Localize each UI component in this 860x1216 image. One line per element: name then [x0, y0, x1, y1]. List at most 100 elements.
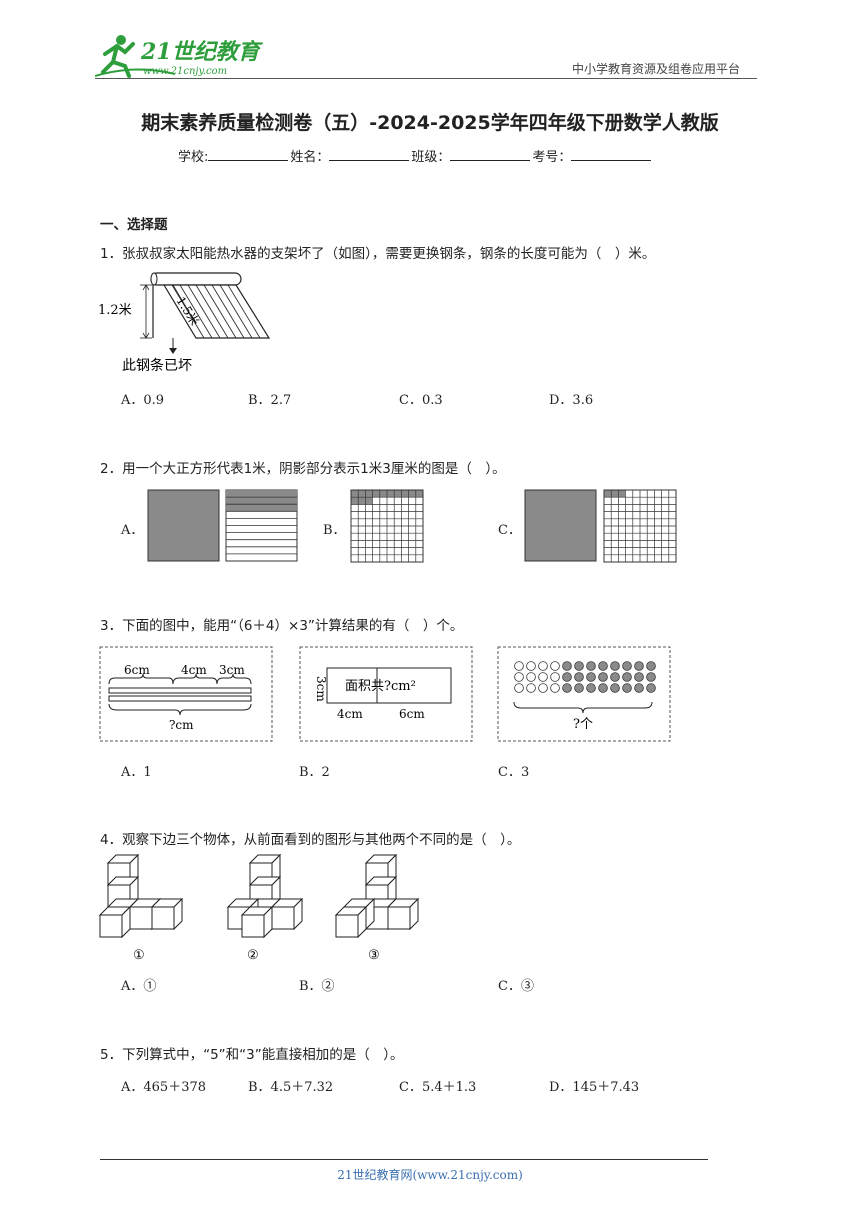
cube — [271, 906, 295, 930]
question-1-figure: 1.2米 1.5米 此钢条已坏 — [98, 272, 271, 374]
footer-divider — [100, 1159, 708, 1160]
dot — [634, 672, 644, 682]
q1-option-b[interactable]: B．2.7 — [248, 393, 292, 408]
dot — [646, 672, 656, 682]
footer-text[interactable]: 21世纪教育网(www.21cnjy.com) — [337, 1168, 523, 1182]
q5-option-c[interactable]: C．5.4＋1.3 — [399, 1080, 477, 1095]
school-label: 学校: — [178, 150, 209, 165]
q3-option-a[interactable]: A．1 — [121, 765, 152, 780]
q3-option-b[interactable]: B．2 — [299, 765, 330, 780]
dot — [586, 672, 596, 682]
q3-figure-rectangle: 3cm 面积共?cm² 4cm 6cm — [299, 646, 473, 742]
dot — [538, 661, 548, 671]
q2-option-c[interactable]: C． — [498, 523, 521, 538]
header-divider — [95, 78, 757, 79]
dot — [550, 661, 560, 671]
site-logo: 21世纪教育 www.21cnjy.com — [95, 35, 264, 78]
dot — [538, 672, 548, 682]
seg-label-4cm: 4cm — [181, 663, 207, 677]
dot — [610, 661, 620, 671]
q3-option-c[interactable]: C．3 — [498, 765, 530, 780]
q4-option-b[interactable]: B．② — [299, 979, 335, 994]
q2-option-b[interactable]: B． — [323, 523, 346, 538]
page-title: 期末素养质量检测卷（五）-2024-2025学年四年级下册数学人教版 — [141, 112, 719, 134]
platform-text: 中小学教育资源及组卷应用平台 — [572, 62, 741, 76]
logo-text: 21世纪教育 — [140, 39, 264, 65]
dot — [610, 672, 620, 682]
dot — [586, 661, 596, 671]
dot — [526, 661, 536, 671]
question-2-stem: 2．用一个大正方形代表1米，阴影部分表示1米3厘米的图是（ ）。 — [100, 461, 506, 477]
question-4-stem: 4．观察下边三个物体，从前面看到的图形与其他两个不同的是（ ）。 — [100, 832, 521, 848]
dot — [526, 672, 536, 682]
logo-url: www.21cnjy.com — [143, 66, 227, 77]
student-info-line: 学校: 姓名： 班级： 考号： — [178, 146, 653, 165]
dot — [550, 672, 560, 682]
exam-no-label: 考号： — [532, 150, 572, 165]
dot — [598, 661, 608, 671]
section-heading: 一、选择题 — [100, 217, 168, 233]
dot — [514, 683, 524, 693]
dot — [622, 661, 632, 671]
dot — [574, 661, 584, 671]
q1-option-c[interactable]: C．0.3 — [399, 393, 443, 408]
question-5-stem: 5．下列算式中，“5”和“3”能直接相加的是（ ）。 — [100, 1047, 404, 1063]
total-label: ?cm — [169, 718, 194, 732]
rect-bottom-6cm: 6cm — [399, 707, 425, 721]
dot — [514, 661, 524, 671]
q2-option-a[interactable]: A． — [121, 523, 144, 538]
dot — [562, 683, 572, 693]
rect-area-text: 面积共?cm² — [345, 679, 416, 694]
broken-label: 此钢条已坏 — [122, 357, 192, 374]
q2-figure-a — [147, 489, 298, 562]
cube — [99, 914, 123, 938]
q4-option-c[interactable]: C．③ — [498, 979, 534, 994]
q2-figure-c — [524, 489, 677, 563]
cube — [129, 906, 153, 930]
name-blank[interactable] — [329, 149, 410, 161]
q4-cubes-3: ③ — [334, 853, 420, 963]
water-tank — [150, 272, 242, 286]
cube — [151, 906, 175, 930]
class-blank[interactable] — [450, 149, 531, 161]
q4-option-a[interactable]: A．① — [121, 979, 157, 994]
panel-stripes — [171, 284, 261, 339]
name-label: 姓名： — [290, 150, 330, 165]
q1-option-a[interactable]: A．0.9 — [121, 393, 165, 408]
dot — [622, 683, 632, 693]
cube-label-1: ① — [133, 948, 145, 963]
cube-label-3: ③ — [368, 948, 380, 963]
dot — [562, 661, 572, 671]
dot — [622, 672, 632, 682]
dot — [514, 672, 524, 682]
dot — [574, 672, 584, 682]
class-label: 班级： — [411, 150, 451, 165]
q3-figure-segments: 6cm 4cm 3cm ?cm — [99, 646, 273, 742]
dot — [526, 683, 536, 693]
q5-option-a[interactable]: A．465＋378 — [121, 1080, 207, 1095]
question-3-stem: 3．下面的图中，能用“（6＋4）×3”计算结果的有（ ）个。 — [100, 618, 464, 634]
seg-label-3cm: 3cm — [219, 663, 245, 677]
dot — [550, 683, 560, 693]
exam-no-blank[interactable] — [571, 149, 652, 161]
runner-icon — [95, 35, 176, 78]
dot — [610, 683, 620, 693]
cube — [335, 914, 359, 938]
dot — [598, 672, 608, 682]
height-label: 1.2米 — [98, 303, 132, 318]
dot — [538, 683, 548, 693]
cube — [387, 906, 411, 930]
q1-option-d[interactable]: D．3.6 — [549, 393, 594, 408]
dot — [646, 661, 656, 671]
dots-label: ?个 — [573, 717, 593, 732]
cube — [241, 914, 265, 938]
rect-bottom-4cm: 4cm — [337, 707, 363, 721]
q5-option-d[interactable]: D．145＋7.43 — [549, 1080, 640, 1095]
dot — [598, 683, 608, 693]
dot — [646, 683, 656, 693]
dot — [586, 683, 596, 693]
school-blank[interactable] — [208, 149, 289, 161]
q2-figure-b — [350, 489, 424, 563]
q5-option-b[interactable]: B．4.5＋7.32 — [248, 1080, 334, 1095]
question-1-stem: 1．张叔叔家太阳能热水器的支架坏了（如图），需要更换钢条，钢条的长度可能为（ ）… — [100, 246, 656, 262]
